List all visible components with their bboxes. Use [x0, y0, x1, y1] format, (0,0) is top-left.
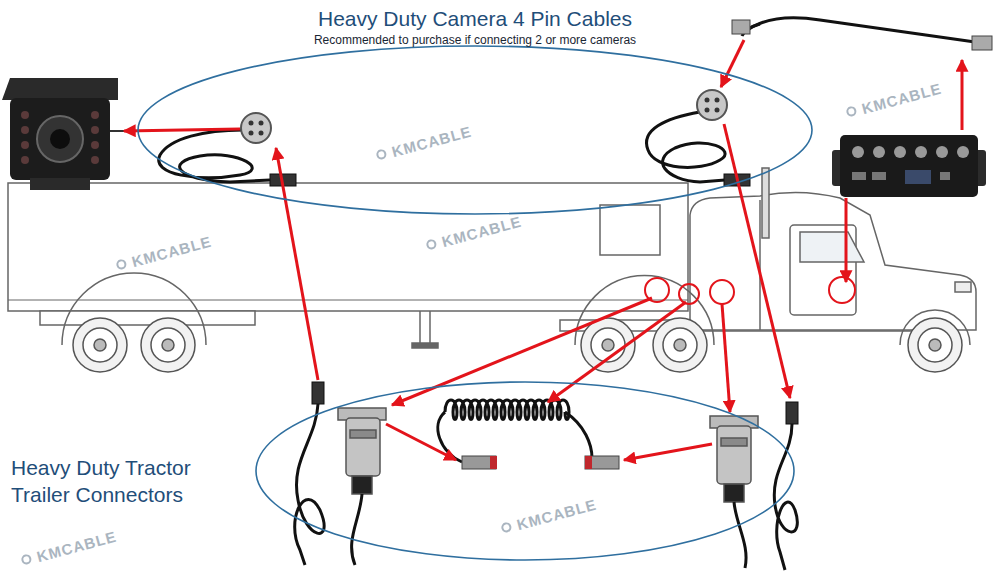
watermark: KMCABLE [424, 213, 523, 255]
group-ellipse [138, 46, 812, 214]
watermark: KMCABLE [844, 80, 943, 122]
connector-group-ellipse: Heavy Duty Tractor Trailer Connectors [5, 380, 800, 562]
group-heading: Heavy Duty Tractor Trailer Connectors [11, 454, 233, 509]
trailer-socket [710, 416, 758, 568]
extension-cable [774, 402, 798, 570]
watermark: KMCABLE [499, 496, 598, 538]
pointer-arrow [124, 40, 962, 460]
watermark: KMCABLE [19, 528, 118, 570]
group-note: Recommended to purchase if connecting 2 … [130, 33, 820, 49]
text-block: Heavy Duty Camera 4 Pin CablesRecommende… [130, 2, 820, 49]
coiled-cable [438, 400, 619, 469]
group-ellipse [256, 382, 794, 560]
cable-group-ellipse: Heavy Duty Camera 4 Pin CablesRecommende… [130, 2, 820, 217]
connection-point [645, 277, 855, 304]
extension-cable [295, 382, 324, 565]
watermark: KMCABLE [374, 123, 473, 165]
trailer-wheels [73, 318, 195, 372]
group-heading: Heavy Duty Camera 4 Pin Cables [130, 5, 820, 32]
text-block: Heavy Duty Tractor Trailer Connectors [5, 434, 233, 509]
y-splitter-cable [732, 18, 992, 50]
watermark: KMCABLE [114, 233, 213, 275]
group-outline [137, 45, 813, 215]
backup-camera [2, 78, 135, 190]
mobile-dvr [832, 135, 986, 197]
group-outline [255, 381, 795, 561]
